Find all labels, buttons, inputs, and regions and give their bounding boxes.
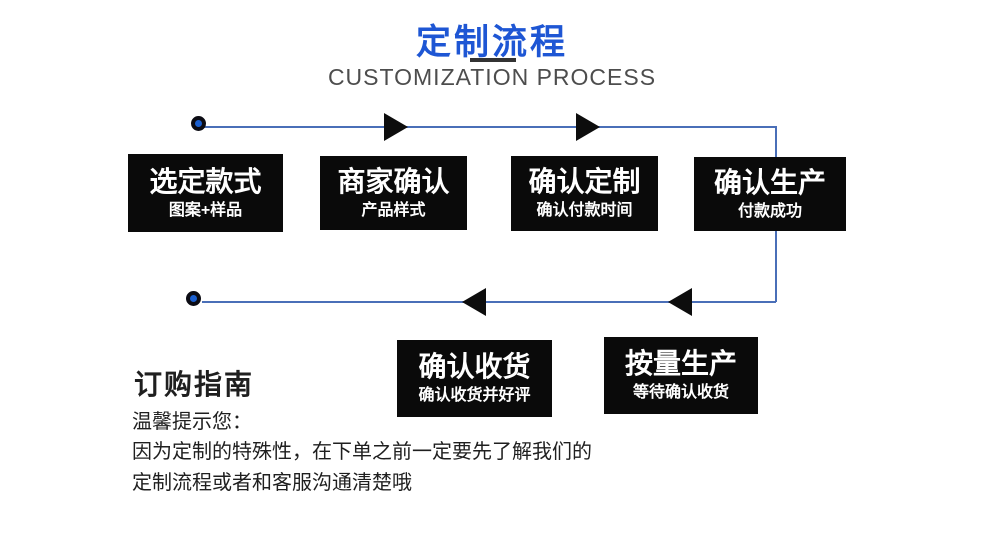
- flow-step-confirm-customization: 确认定制 确认付款时间: [511, 156, 658, 231]
- page-subtitle: CUSTOMIZATION PROCESS: [327, 64, 657, 90]
- flow-step-select-style: 选定款式 图案+样品: [128, 154, 283, 232]
- arrow-right-icon: [384, 113, 408, 141]
- flow-step-title: 确认定制: [528, 166, 641, 198]
- guide-text-line1: 因为定制的特殊性，在下单之前一定要先了解我们的: [132, 441, 592, 463]
- page-title: 定制流程: [415, 23, 568, 62]
- flow-step-merchant-confirm: 商家确认 产品样式: [320, 156, 467, 230]
- guide-tip-label: 温馨提示您：: [132, 411, 252, 433]
- flow-step-subtitle: 确认付款时间: [536, 202, 633, 220]
- flow-step-subtitle: 确认收货并好评: [418, 387, 531, 405]
- flow-step-subtitle: 付款成功: [737, 202, 802, 220]
- arrow-left-icon: [462, 288, 486, 316]
- title-divider: [470, 58, 516, 62]
- flow-step-title: 按量生产: [624, 348, 737, 380]
- arrow-left-icon: [668, 288, 692, 316]
- arrow-right-icon: [576, 113, 600, 141]
- flow-step-subtitle: 等待确认收货: [632, 384, 729, 402]
- flow-step-subtitle: 产品样式: [361, 201, 426, 219]
- flow-step-title: 确认生产: [713, 166, 826, 198]
- start-dot-icon: [191, 116, 206, 131]
- flow-step-batch-production: 按量生产 等待确认收货: [604, 337, 758, 414]
- connector-line-top: [202, 126, 776, 128]
- flow-step-confirm-receipt: 确认收货 确认收货并好评: [397, 340, 552, 417]
- flow-step-confirm-production: 确认生产 付款成功: [694, 157, 846, 231]
- flow-step-subtitle: 图案+样品: [168, 201, 243, 219]
- guide-text-line2: 定制流程或者和客服沟通清楚哦: [132, 472, 412, 494]
- flow-step-title: 商家确认: [337, 165, 450, 197]
- flow-step-title: 确认收货: [418, 351, 531, 383]
- flow-step-title: 选定款式: [149, 165, 262, 197]
- connector-line-bottom: [202, 301, 776, 303]
- end-dot-icon: [186, 291, 201, 306]
- guide-heading: 订购指南: [134, 369, 255, 400]
